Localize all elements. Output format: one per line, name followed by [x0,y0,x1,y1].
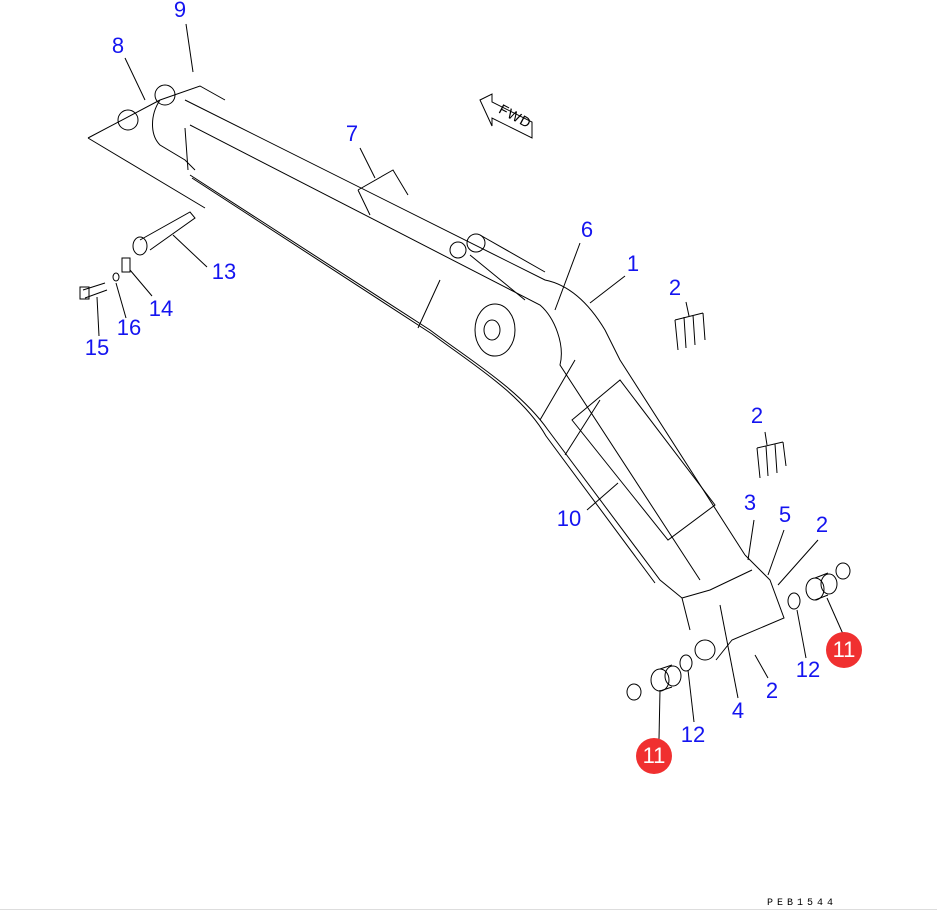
callout-2[interactable]: 2 [815,512,829,537]
callout-9[interactable]: 9 [173,0,187,22]
callout-14[interactable]: 14 [148,296,174,321]
callout-2[interactable]: 2 [668,275,682,300]
callout-5[interactable]: 5 [778,502,792,527]
shim-sets [674,312,787,479]
callout-7[interactable]: 7 [345,121,359,146]
bolt-15 [79,282,108,300]
callout-8[interactable]: 8 [111,33,125,58]
callout-6[interactable]: 6 [580,217,594,242]
plate-14 [121,257,131,273]
callout-10[interactable]: 10 [556,506,582,531]
pin-13 [132,211,196,256]
callout-2[interactable]: 2 [765,678,779,703]
callout-3[interactable]: 3 [743,490,757,515]
boom-outline [87,84,785,661]
callout-4[interactable]: 4 [731,698,745,723]
callout-11-highlighted[interactable]: 11 [826,632,862,668]
callout-1[interactable]: 1 [626,251,640,276]
callout-2[interactable]: 2 [750,403,764,428]
fwd-direction-arrow: FWD [478,92,535,140]
callout-13[interactable]: 13 [211,259,237,284]
callout-12[interactable]: 12 [795,657,821,682]
bushings [626,562,851,701]
callout-16[interactable]: 16 [116,315,142,340]
drawing-code: PEB1544 [766,898,837,909]
callout-15[interactable]: 15 [84,335,110,360]
callout-12[interactable]: 12 [680,722,706,747]
bottom-divider [0,909,937,910]
leader-lines [96,23,844,740]
callout-11-highlighted[interactable]: 11 [636,738,672,774]
washer-16 [112,272,120,282]
